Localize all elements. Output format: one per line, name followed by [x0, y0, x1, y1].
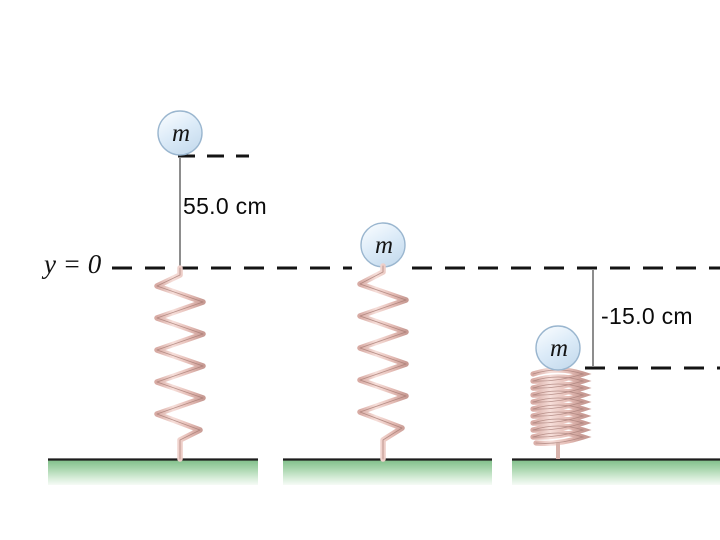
- spring-stretched-left: [154, 265, 206, 462]
- spring-compressed-right: [530, 367, 592, 459]
- mass-circle-middle: [360, 222, 406, 268]
- ground-strip-right: [512, 458, 720, 485]
- panel-equilibrium: [357, 222, 409, 462]
- ground-group: [48, 458, 720, 485]
- ground-strip-left: [48, 458, 258, 485]
- distance-label-up: 55.0 cm: [183, 193, 267, 219]
- panel-stretched-up: [154, 110, 249, 462]
- panel-compressed-down: [530, 270, 720, 459]
- mass-circle-bottom: [535, 325, 581, 371]
- ground-strip-middle: [283, 458, 492, 485]
- equilibrium-label: y = 0: [44, 249, 102, 279]
- mass-circle-top: [157, 110, 203, 156]
- distance-label-down: -15.0 cm: [601, 303, 693, 329]
- spring-natural-middle: [357, 263, 409, 462]
